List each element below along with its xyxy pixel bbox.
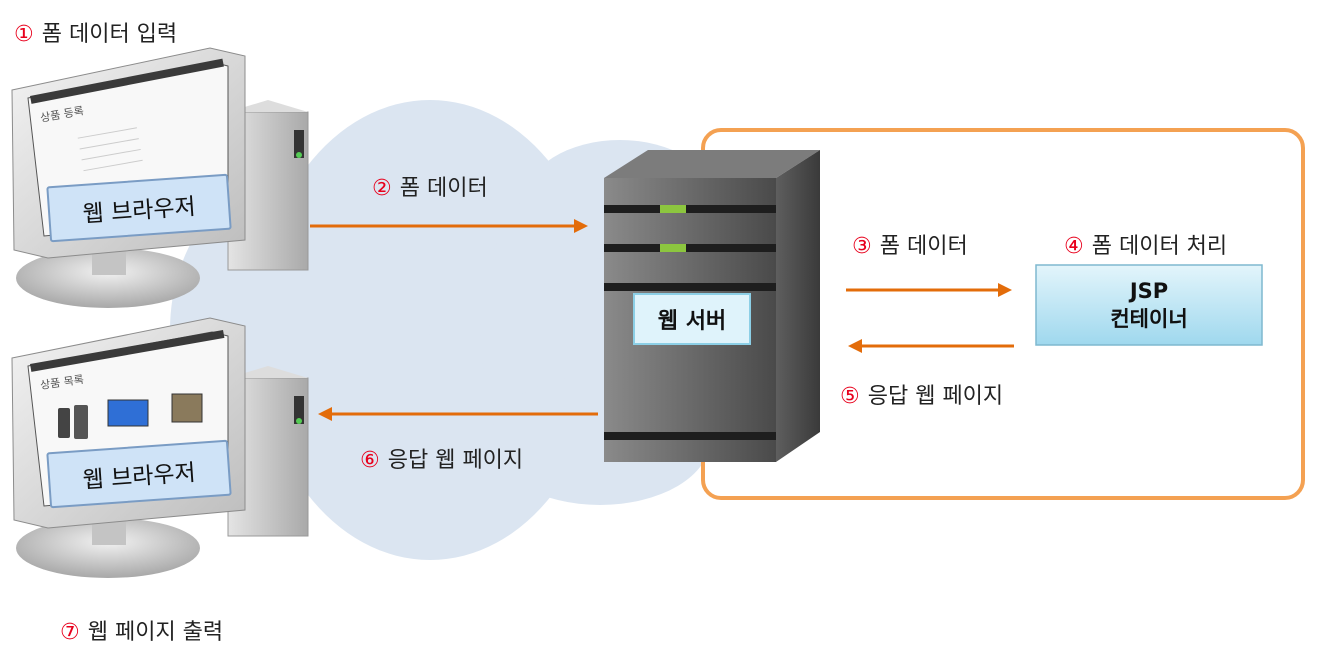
step-text: 폼 데이터 xyxy=(399,176,488,201)
step-7-label: ⑦ 웹 페이지 출력 xyxy=(60,614,223,646)
step-5-label: ⑤ 응답 웹 페이지 xyxy=(840,378,1003,410)
step-text: 웹 페이지 출력 xyxy=(87,620,224,645)
step-number: ⑥ xyxy=(360,448,380,473)
web-server-label: 웹 서버 xyxy=(633,293,751,345)
step-number: ⑤ xyxy=(840,384,860,409)
phone-image xyxy=(58,408,70,438)
arrow-server-to-browser xyxy=(318,407,598,421)
step-text: 폼 데이터 xyxy=(879,234,968,259)
step-1-label: ① 폼 데이터 입력 xyxy=(14,16,177,48)
step-4-label: ④ 폼 데이터 처리 xyxy=(1064,228,1227,260)
phone-image xyxy=(74,405,88,439)
arrow-browser-to-server xyxy=(310,219,588,233)
step-text: 폼 데이터 처리 xyxy=(1091,234,1228,259)
step-number: ④ xyxy=(1064,234,1084,259)
step-text: 응답 웹 페이지 xyxy=(387,448,524,473)
step-number: ① xyxy=(14,22,34,47)
step-2-label: ② 폼 데이터 xyxy=(372,170,488,202)
step-number: ⑦ xyxy=(60,620,80,645)
step-number: ② xyxy=(372,176,392,201)
step-text: 응답 웹 페이지 xyxy=(867,384,1004,409)
step-number: ③ xyxy=(852,234,872,259)
container-line-2: 컨테이너 xyxy=(1110,307,1188,331)
arrow-container-to-server xyxy=(848,339,1014,353)
step-3-label: ③ 폼 데이터 xyxy=(852,228,968,260)
jsp-container-box xyxy=(1035,264,1263,346)
step-6-label: ⑥ 응답 웹 페이지 xyxy=(360,442,523,474)
arrow-server-to-container xyxy=(846,283,1012,297)
tablet-image xyxy=(107,399,149,427)
container-line-1: JSP xyxy=(1129,279,1169,303)
jsp-container-label: JSP 컨테이너 xyxy=(1036,265,1262,345)
step-text: 폼 데이터 입력 xyxy=(41,22,178,47)
tablet-image xyxy=(171,393,203,423)
